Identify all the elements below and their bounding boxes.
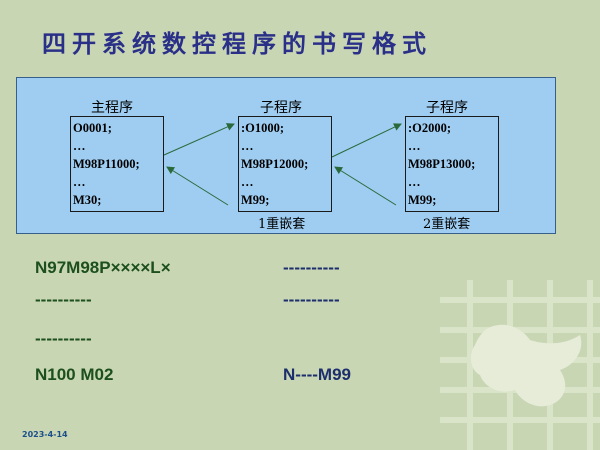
main-program-box: O0001; … M98P11000; … M30; [70,116,164,212]
subprogram-2-label: 子程序 [426,100,468,116]
program-line: M98P13000; [408,157,476,171]
program-line: M98P11000; [73,157,140,171]
program-line: … [241,139,254,153]
program-line: … [73,175,86,189]
program-line: … [73,139,86,153]
slide-date: 2023-4-14 [22,430,68,439]
code-line-left-3: ---------- [35,329,92,348]
return-arrow-sub2-to-sub1 [334,166,397,206]
call-arrow-main-to-sub1 [163,123,235,156]
code-line-left-1: N97M98P××××L× [35,258,171,277]
main-program-label: 主程序 [91,100,133,116]
program-line: M99; [408,193,437,207]
return-arrow-sub1-to-main [166,166,229,206]
code-line-right-1: ---------- [283,258,340,277]
code-line-left-4: N100 M02 [35,365,114,384]
program-line: … [241,175,254,189]
page-title: 四开系统数控程序的书写格式 [42,30,432,58]
mythical-creature-emblem [470,324,582,407]
subprogram-1-label: 子程序 [260,100,302,116]
program-line: :O2000; [408,121,452,135]
subprogram-1-box: :O1000; … M98P12000; … M99; [238,116,332,212]
code-line-right-2: ---------- [283,290,340,309]
code-line-left-2: ---------- [35,290,92,309]
nest-level-1-label: 1重嵌套 [258,217,306,232]
subprogram-2-box: :O2000; … M98P13000; … M99; [405,116,499,212]
program-line: M30; [73,193,102,207]
program-line: :O1000; [241,121,285,135]
code-line-right-3: N----M99 [283,365,351,384]
call-arrow-sub1-to-sub2 [331,123,402,158]
program-line: O0001; [73,121,112,135]
program-line: … [408,175,421,189]
nest-level-2-label: 2重嵌套 [423,217,471,232]
program-line: M98P12000; [241,157,309,171]
program-line: … [408,139,421,153]
program-line: M99; [241,193,270,207]
